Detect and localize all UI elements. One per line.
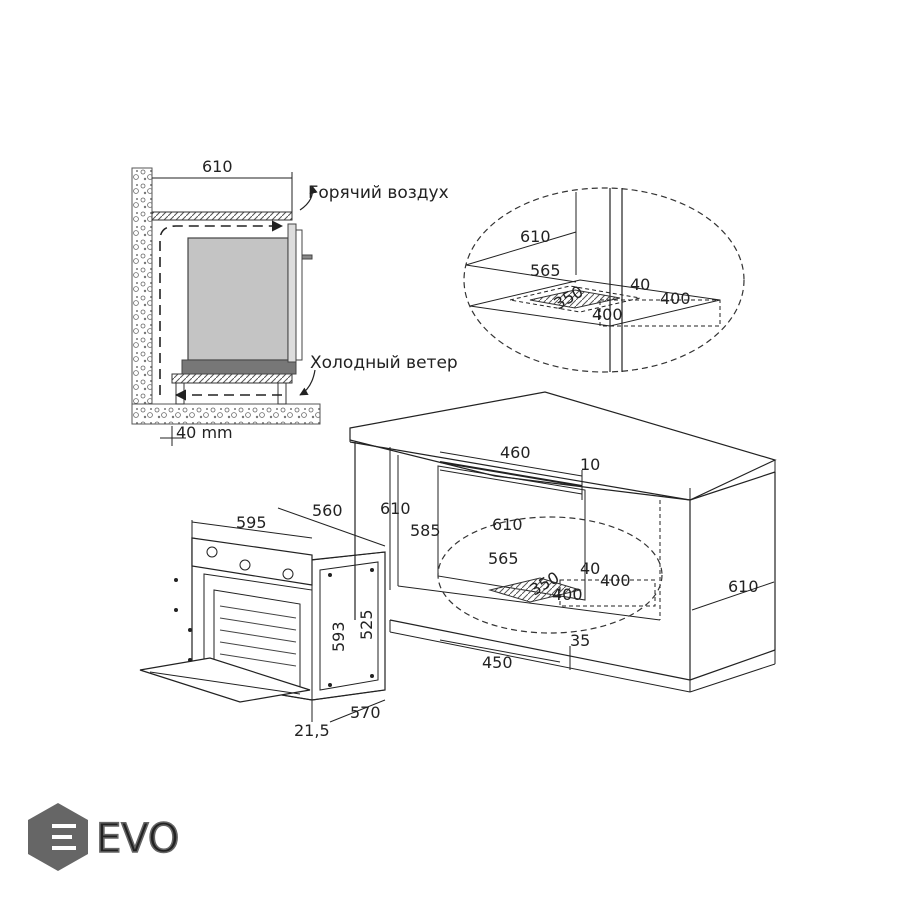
cab-dim-35: 35 <box>570 631 590 650</box>
wall-masonry <box>131 167 153 424</box>
cab-dim-565: 565 <box>488 549 519 568</box>
detail-dim-400a: 400 <box>660 289 691 308</box>
side-section: 610 40 mm Горячий воздух Холодный ветер <box>131 157 458 446</box>
knob-side <box>301 254 313 260</box>
detail-dim-565: 565 <box>530 261 561 280</box>
detail-circle <box>463 187 745 373</box>
cab-dim-610-right: 610 <box>728 577 759 596</box>
label-hot-air: Горячий воздух <box>308 183 449 203</box>
countertop-section <box>151 211 293 221</box>
detail-dim-40: 40 <box>630 275 650 294</box>
oven-drawing: 595 560 593 525 21,5 570 <box>139 501 386 740</box>
cab-dim-585: 585 <box>410 521 441 540</box>
hot-air-out-arrow <box>299 185 318 211</box>
label-cold-air: Холодный ветер <box>310 353 458 373</box>
cab-dim-610-h: 610 <box>380 499 411 518</box>
floor-masonry <box>131 403 321 425</box>
oven-dim-560: 560 <box>312 501 343 520</box>
cab-dim-400b: 400 <box>552 585 583 604</box>
oven-dim-595: 595 <box>236 513 267 532</box>
oven-dim-525: 525 <box>357 609 376 640</box>
oven-dim-21-5: 21,5 <box>294 721 330 740</box>
hot-air-flow <box>159 220 284 395</box>
detail-dim-350: 350 <box>551 282 587 314</box>
cold-air-in-arrow <box>299 369 316 396</box>
oven-dim-593: 593 <box>329 621 348 652</box>
dim-40mm: 40 mm <box>176 423 233 442</box>
oven-body-side <box>187 237 289 361</box>
cab-dim-460: 460 <box>500 443 531 462</box>
cab-dim-400a: 400 <box>600 571 631 590</box>
cab-dim-450: 450 <box>482 653 513 672</box>
cab-dim-10: 10 <box>580 455 600 474</box>
dim-610-side: 610 <box>202 157 233 176</box>
cabinet-drawing: 460 10 610 585 610 565 40 400 350 400 61… <box>349 391 777 693</box>
oven-dim-570: 570 <box>350 703 381 722</box>
detail-dim-610: 610 <box>520 227 551 246</box>
oven-door-side <box>295 229 303 361</box>
cab-dim-610-in: 610 <box>492 515 523 534</box>
cabinet-base-section <box>171 373 293 384</box>
detail-dim-400b: 400 <box>592 305 623 324</box>
cab-dim-40: 40 <box>580 559 600 578</box>
evo-logo: EVO <box>28 803 180 871</box>
detail-callout: 610 565 40 400 350 400 <box>463 187 745 373</box>
oven-bottom-side <box>181 359 297 375</box>
cabinet-foot <box>277 382 287 405</box>
oven-front-side <box>287 223 297 363</box>
cabinet-foot <box>175 382 185 405</box>
logo-text: EVO <box>96 816 179 862</box>
